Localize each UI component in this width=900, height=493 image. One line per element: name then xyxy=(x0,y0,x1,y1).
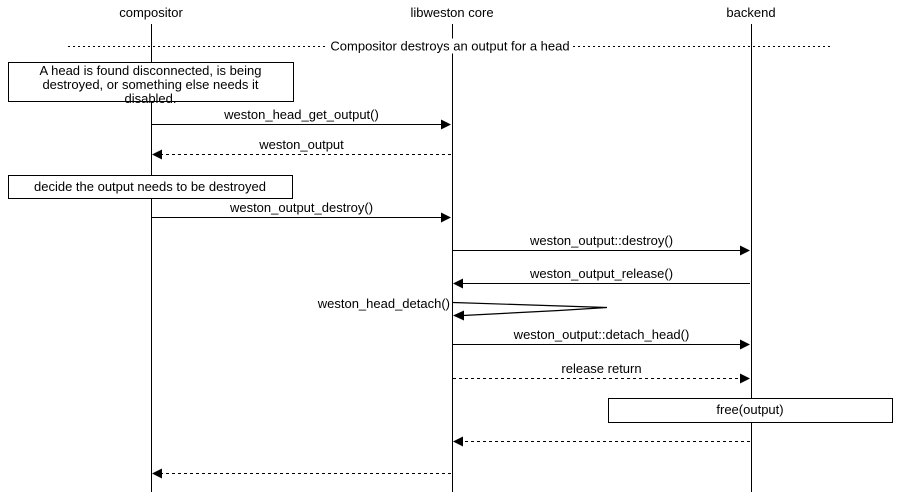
arrowhead-msg-release-return xyxy=(740,373,750,384)
message-label-msg-weston-head-get-output: weston_head_get_output() xyxy=(224,107,379,122)
arrowhead-msg-free-return xyxy=(453,436,463,447)
arrowhead-msg-destroy-return xyxy=(152,468,162,479)
message-selfloop-msg-weston-head-detach xyxy=(452,301,608,317)
message-label-msg-weston-output-detach-head: weston_output::detach_head() xyxy=(513,327,690,342)
messages-group xyxy=(152,119,750,479)
note-box-note-decide-destroy xyxy=(7,174,294,200)
arrowhead-msg-weston-output-release xyxy=(453,278,463,289)
arrowhead-msg-weston-output-detach-head xyxy=(740,339,750,350)
arrowhead-msg-weston-head-get-output xyxy=(441,119,451,130)
participant-label-backend: backend xyxy=(726,5,776,20)
message-label-msg-weston-output-return: weston_output xyxy=(259,137,344,152)
arrowhead-msg-weston-output-destroy-cb xyxy=(740,245,750,256)
note-text-note-decide-destroy: decide the output needs to be destroyed xyxy=(33,179,266,194)
participant-label-libweston: libweston core xyxy=(410,5,494,20)
message-label-msg-weston-head-detach: weston_head_detach() xyxy=(317,296,450,311)
participant-label-compositor: compositor xyxy=(119,5,183,20)
arrowhead-msg-weston-head-detach xyxy=(453,310,464,321)
note-text-note-head-disconnected: A head is found disconnected, is being d… xyxy=(39,63,262,106)
note-text-note-free-output: free(output) xyxy=(716,402,784,417)
note-boxes-group xyxy=(7,61,894,424)
divider-label: Compositor destroys an output for a head xyxy=(327,38,573,54)
arrowhead-msg-weston-output-return xyxy=(152,149,162,160)
message-label-msg-weston-output-release: weston_output_release() xyxy=(529,266,674,281)
arrowhead-msg-weston-output-destroy xyxy=(441,212,451,223)
message-label-msg-release-return: release return xyxy=(561,361,642,376)
message-label-msg-weston-output-destroy-cb: weston_output::destroy() xyxy=(529,233,674,248)
message-label-msg-weston-output-destroy: weston_output_destroy() xyxy=(229,200,374,215)
note-box-note-head-disconnected xyxy=(7,61,295,103)
note-box-note-free-output xyxy=(607,397,894,424)
